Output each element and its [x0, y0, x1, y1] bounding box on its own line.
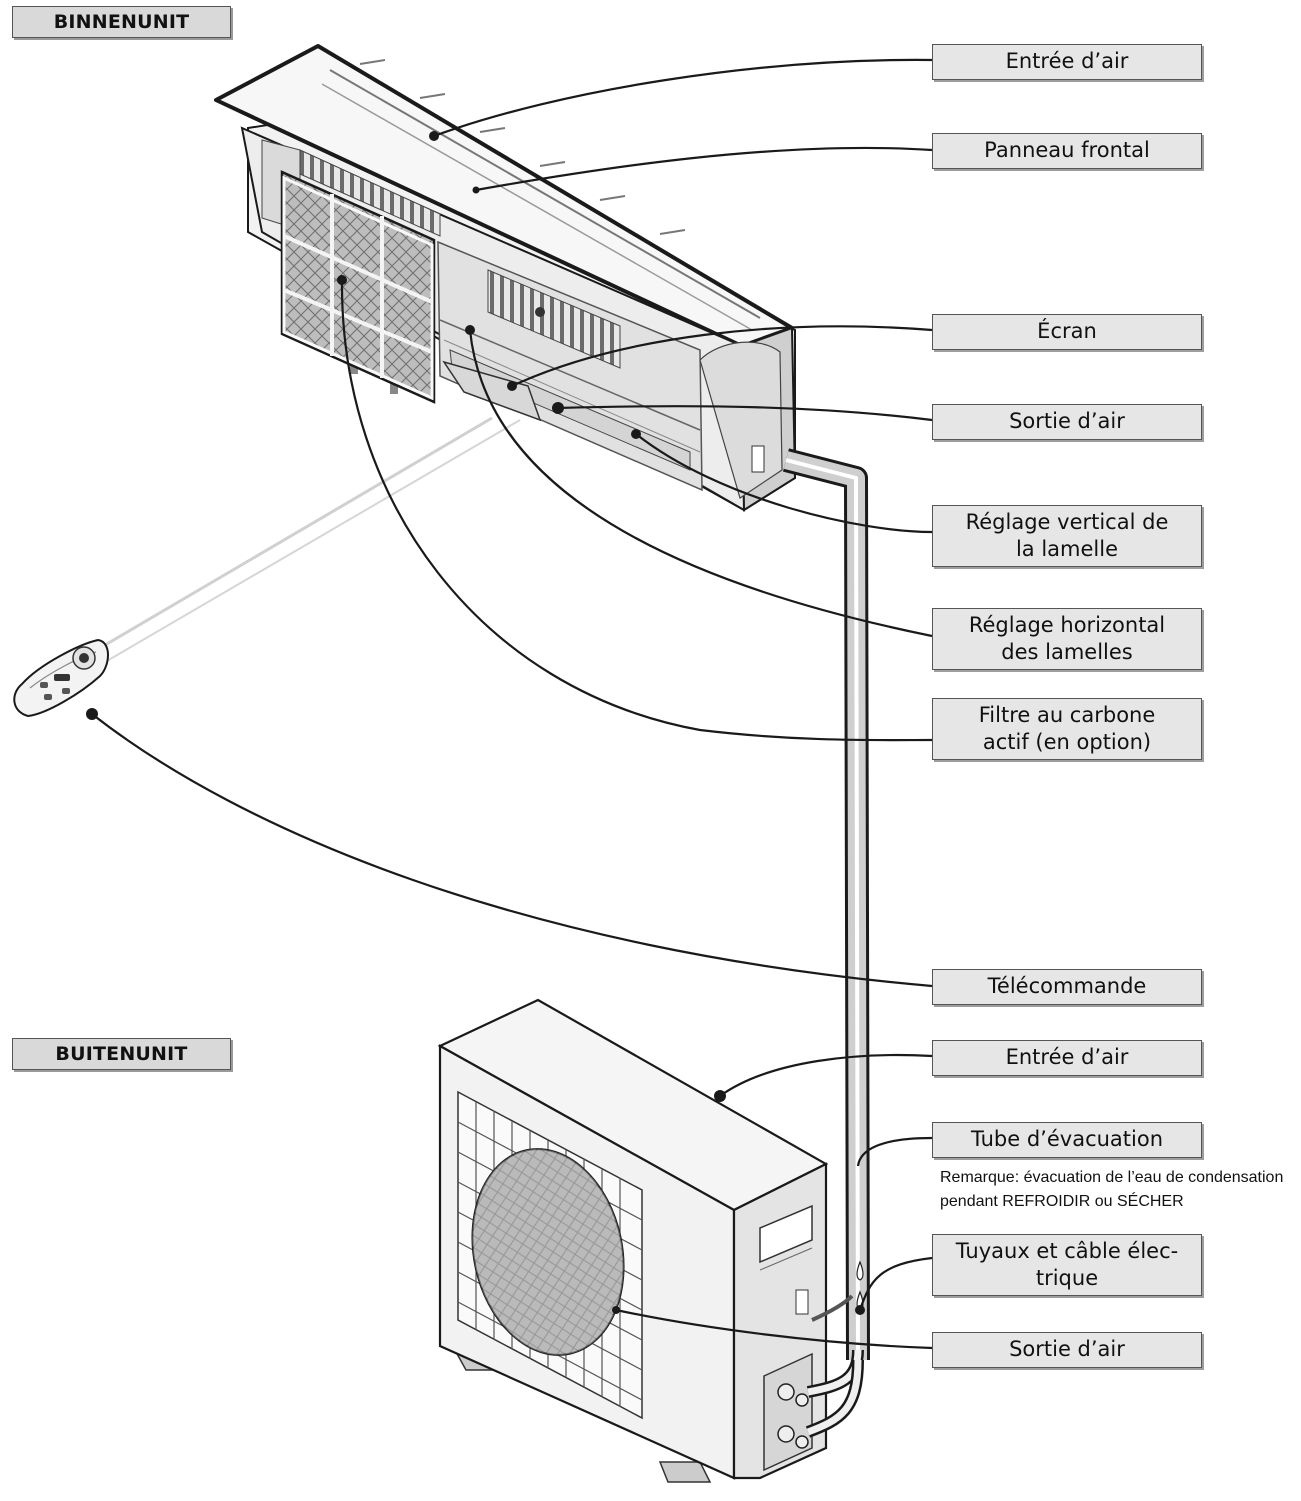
remote-control-drawing: [13, 638, 109, 718]
fan-grille-icon: [471, 1148, 625, 1356]
label-carbon-filter: Filtre au carbone actif (en option): [932, 698, 1202, 760]
remote-beam: [99, 416, 521, 666]
label-indoor-air-inlet: Entrée d’air: [932, 44, 1202, 80]
label-vertical-louver: Réglage vertical de la lamelle: [932, 505, 1202, 567]
label-indoor-air-outlet: Sortie d’air: [932, 404, 1202, 440]
drain-note: Remarque: évacuation de l’eau de condens…: [940, 1169, 1284, 1210]
leader-lines: [91, 58, 933, 1350]
leader-dots: [86, 131, 865, 1315]
outdoor-unit-heading: BUITENUNIT: [12, 1038, 231, 1070]
label-pipes-cable: Tuyaux et câble élec- trique: [932, 1234, 1202, 1296]
label-front-panel: Panneau frontal: [932, 133, 1202, 169]
label-outdoor-air-inlet: Entrée d’air: [932, 1040, 1202, 1076]
label-display: Écran: [932, 314, 1202, 350]
indoor-unit-drawing: [214, 44, 870, 1361]
label-remote-control: Télécommande: [932, 969, 1202, 1005]
label-outdoor-air-outlet: Sortie d’air: [932, 1332, 1202, 1368]
label-horizontal-louvers: Réglage horizontal des lamelles: [932, 608, 1202, 670]
indoor-unit-heading: BINNENUNIT: [12, 6, 231, 38]
label-drain-tube: Tube d’évacuation: [932, 1122, 1202, 1158]
outdoor-unit-drawing: [437, 998, 864, 1483]
